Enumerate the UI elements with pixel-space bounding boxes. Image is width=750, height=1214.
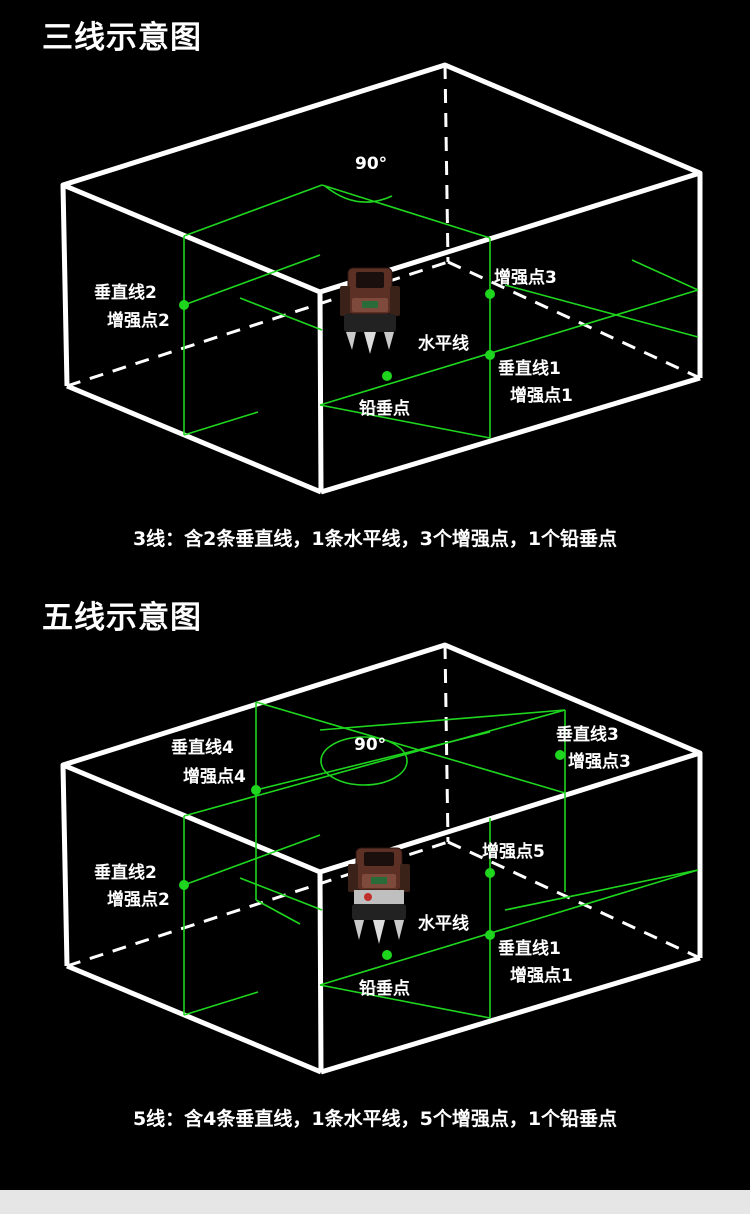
label-vertical-2: 垂直线2	[94, 282, 157, 303]
plumb-point	[382, 950, 392, 960]
laser-lines	[183, 701, 699, 1019]
box-hidden-edges	[66, 64, 701, 388]
label-horizontal: 水平线	[418, 333, 469, 354]
section-caption: 3线：含2条垂直线，1条水平线，3个增强点，1个铅垂点	[132, 528, 618, 550]
angle-label: 90°	[355, 154, 387, 174]
plumb-point	[382, 371, 392, 381]
laser-level-device	[340, 267, 400, 354]
section-title: 三线示意图	[42, 20, 202, 56]
label-horizontal: 水平线	[418, 913, 469, 934]
point-5	[485, 868, 495, 878]
label-point-3: 增强点3	[568, 751, 631, 772]
label-point-2: 增强点2	[107, 310, 170, 331]
point-3	[485, 289, 495, 299]
label-plumb: 铅垂点	[359, 978, 410, 999]
label-vertical-1: 垂直线1	[498, 358, 561, 379]
label-point-2: 增强点2	[107, 889, 170, 910]
five-line-section: 五线示意图	[0, 580, 750, 1190]
section-title: 五线示意图	[42, 600, 202, 636]
point-1	[485, 930, 495, 940]
laser-points	[179, 750, 565, 960]
label-vertical-1: 垂直线1	[498, 938, 561, 959]
laser-lines	[183, 184, 699, 439]
point-3	[555, 750, 565, 760]
label-vertical-3: 垂直线3	[556, 724, 619, 745]
box-frame	[60, 642, 703, 1075]
section-caption: 5线：含4条垂直线，1条水平线，5个增强点，1个铅垂点	[132, 1108, 618, 1130]
angle-label: 90°	[354, 735, 386, 755]
laser-level-device	[348, 847, 410, 944]
box-frame	[60, 62, 703, 495]
laser-points	[179, 289, 495, 381]
bottom-divider	[0, 1190, 750, 1214]
label-point-1: 增强点1	[510, 965, 573, 986]
label-vertical-4: 垂直线4	[171, 737, 234, 758]
point-4	[251, 785, 261, 795]
label-point-4: 增强点4	[183, 766, 246, 787]
three-line-section: 三线示意图	[0, 0, 750, 580]
label-point-3: 增强点3	[494, 267, 557, 288]
point-2	[179, 300, 189, 310]
label-plumb: 铅垂点	[359, 398, 410, 419]
five-line-diagram: 90° 垂直线4 增强点4 垂直线3 增强点3 垂直线2 增强点2 增强点5 水…	[60, 642, 703, 1075]
label-point-1: 增强点1	[510, 385, 573, 406]
point-2	[179, 880, 189, 890]
point-1	[485, 350, 495, 360]
label-point-5: 增强点5	[482, 841, 545, 862]
label-vertical-2: 垂直线2	[94, 862, 157, 883]
three-line-diagram: 90° 垂直线2 增强点2 增强点3 水平线 垂直线1 增强点1 铅垂点	[60, 62, 703, 495]
